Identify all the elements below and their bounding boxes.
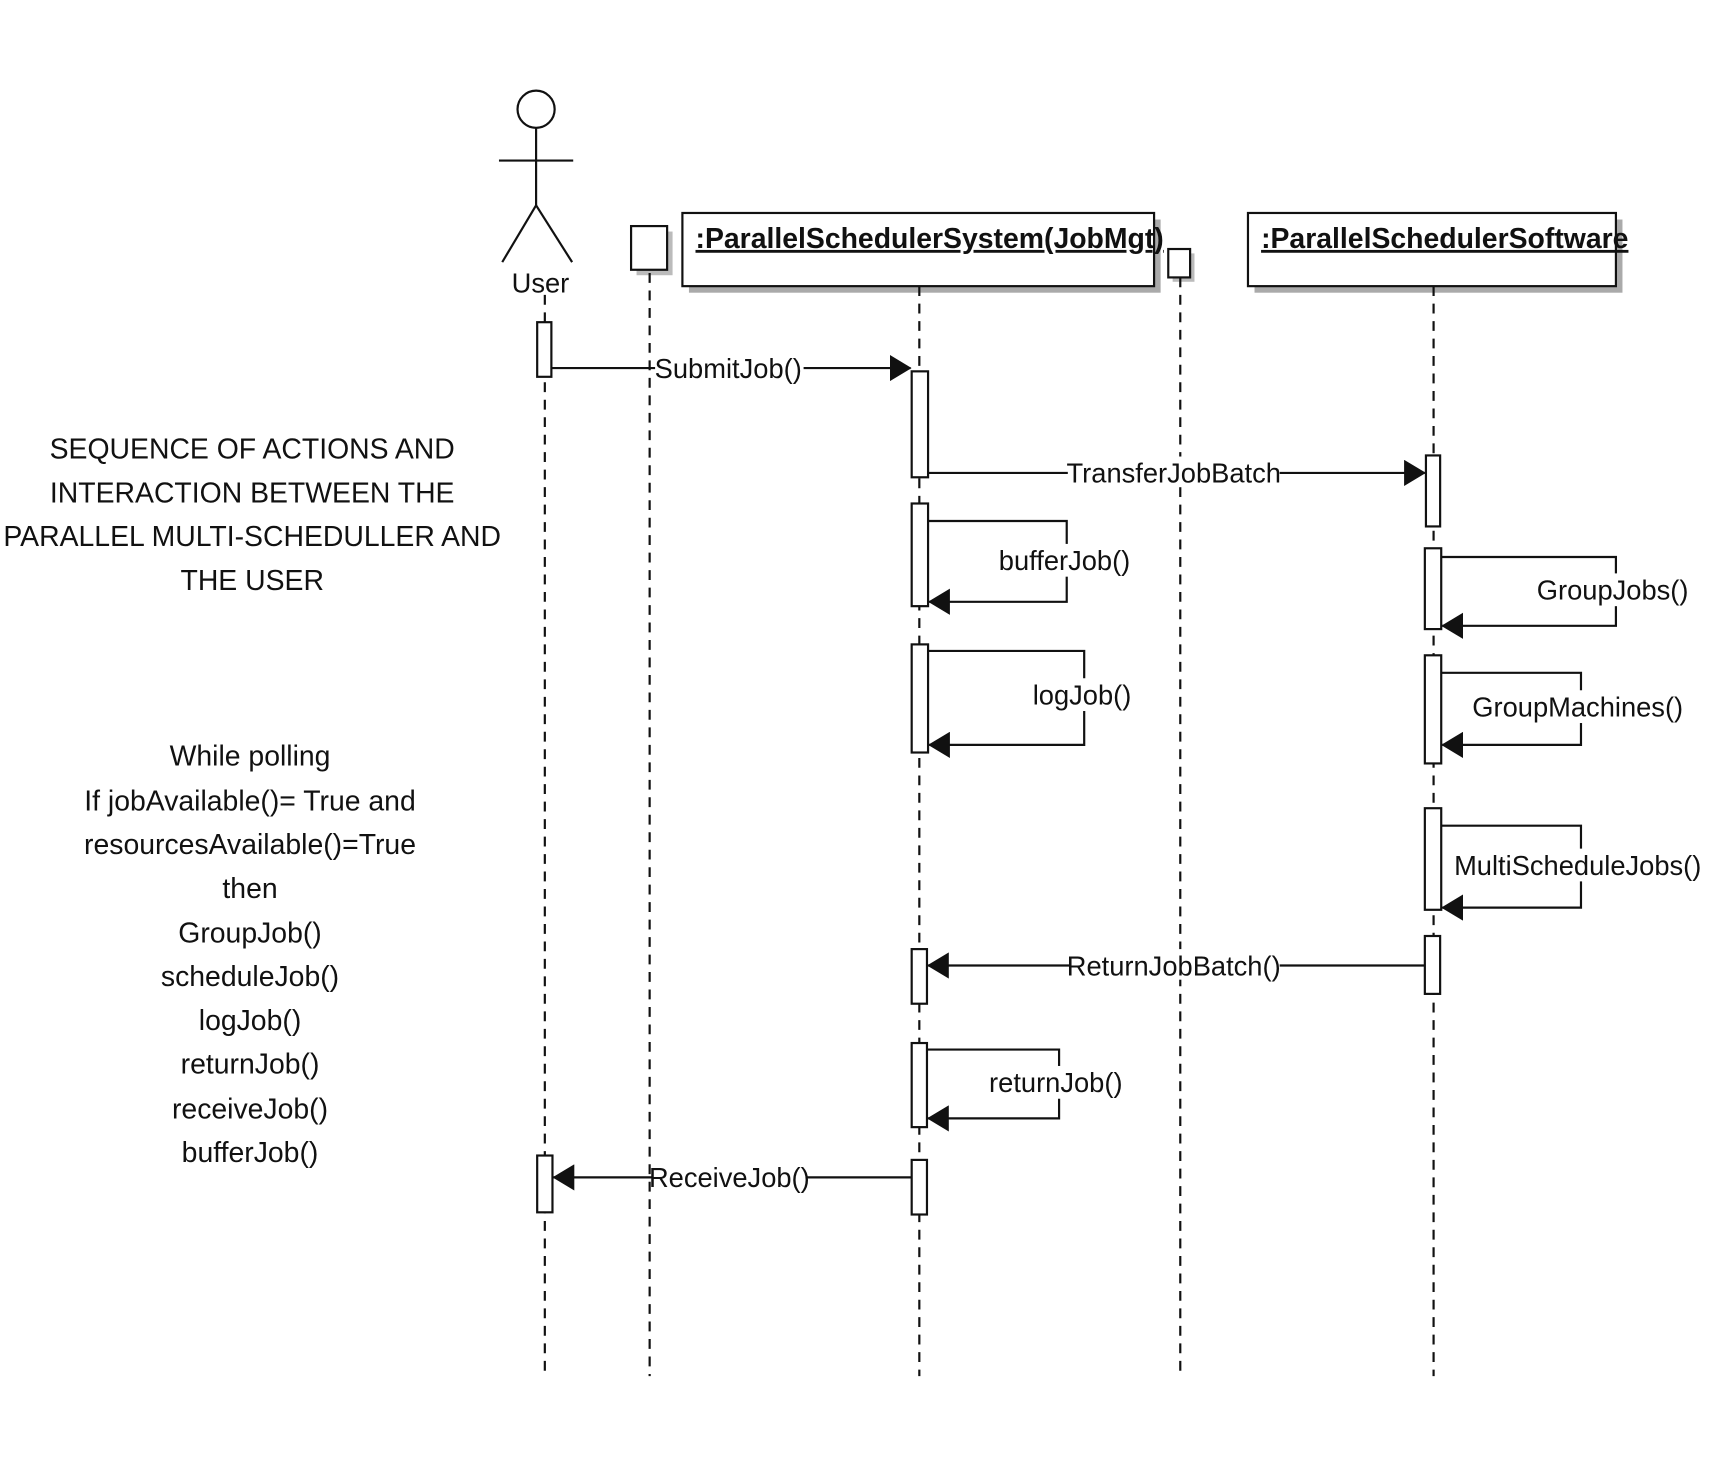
activation-bar [536, 1154, 554, 1214]
return-job-batch-label: ReturnJobBatch() [1067, 950, 1281, 981]
note-line: SEQUENCE OF ACTIONS AND [50, 434, 455, 466]
note-line: returnJob() [181, 1049, 320, 1081]
buffer-job-label: bufferJob() [999, 545, 1130, 576]
software-lifeline-head [1246, 211, 1618, 288]
software-lifeline-label: :ParallelSchedulerSoftware [1261, 223, 1628, 255]
boundary-box-small [1167, 247, 1192, 279]
note-line: If jobAvailable()= True and [84, 785, 415, 817]
note-line: scheduleJob() [161, 961, 339, 993]
group-jobs-label: GroupJobs() [1537, 575, 1689, 606]
note-line: receiveJob() [172, 1093, 328, 1125]
multi-schedule-jobs-label: MultiScheduleJobs() [1454, 850, 1701, 881]
submit-job-label: SubmitJob() [655, 353, 802, 384]
activation-bar [910, 1158, 929, 1216]
activation-bar [536, 321, 553, 378]
note-line: resourcesAvailable()=True [84, 829, 416, 861]
note-line: PARALLEL MULTI-SCHEDULLER AND [3, 521, 501, 553]
activation-bar [910, 370, 930, 479]
receive-job-label: ReceiveJob() [649, 1162, 810, 1193]
actor-user-label: User [512, 268, 570, 299]
activation-bar [1424, 454, 1442, 528]
boundary-box [629, 224, 669, 271]
return-job-label: returnJob() [989, 1067, 1122, 1098]
activation-bar [1423, 547, 1443, 631]
note-line: INTERACTION BETWEEN THE [50, 477, 455, 509]
note-line: then [222, 873, 277, 905]
activation-bar [910, 1041, 929, 1129]
note-line: GroupJob() [178, 918, 321, 950]
note-line: While polling [170, 741, 331, 773]
activation-bar [910, 643, 930, 754]
user-actor-icon [498, 89, 574, 263]
transfer-job-batch-label: TransferJobBatch [1067, 458, 1281, 489]
activation-bar [910, 948, 929, 1005]
diagram-title-note: SEQUENCE OF ACTIONS AND INTERACTION BETW… [3, 434, 501, 597]
polling-loop-note: While polling If jobAvailable()= True an… [84, 741, 416, 1169]
note-line: logJob() [199, 1005, 301, 1037]
system-lifeline-label: :ParallelSchedulerSystem(JobMgt) [696, 223, 1164, 255]
activation-bar [1423, 654, 1443, 765]
note-line: THE USER [180, 565, 323, 597]
activation-bar [910, 502, 930, 608]
group-machines-label: GroupMachines() [1472, 691, 1683, 722]
activation-bar [1423, 934, 1442, 995]
note-line: bufferJob() [182, 1137, 319, 1169]
log-job-label: logJob() [1033, 679, 1132, 710]
activation-bar [1423, 807, 1443, 911]
